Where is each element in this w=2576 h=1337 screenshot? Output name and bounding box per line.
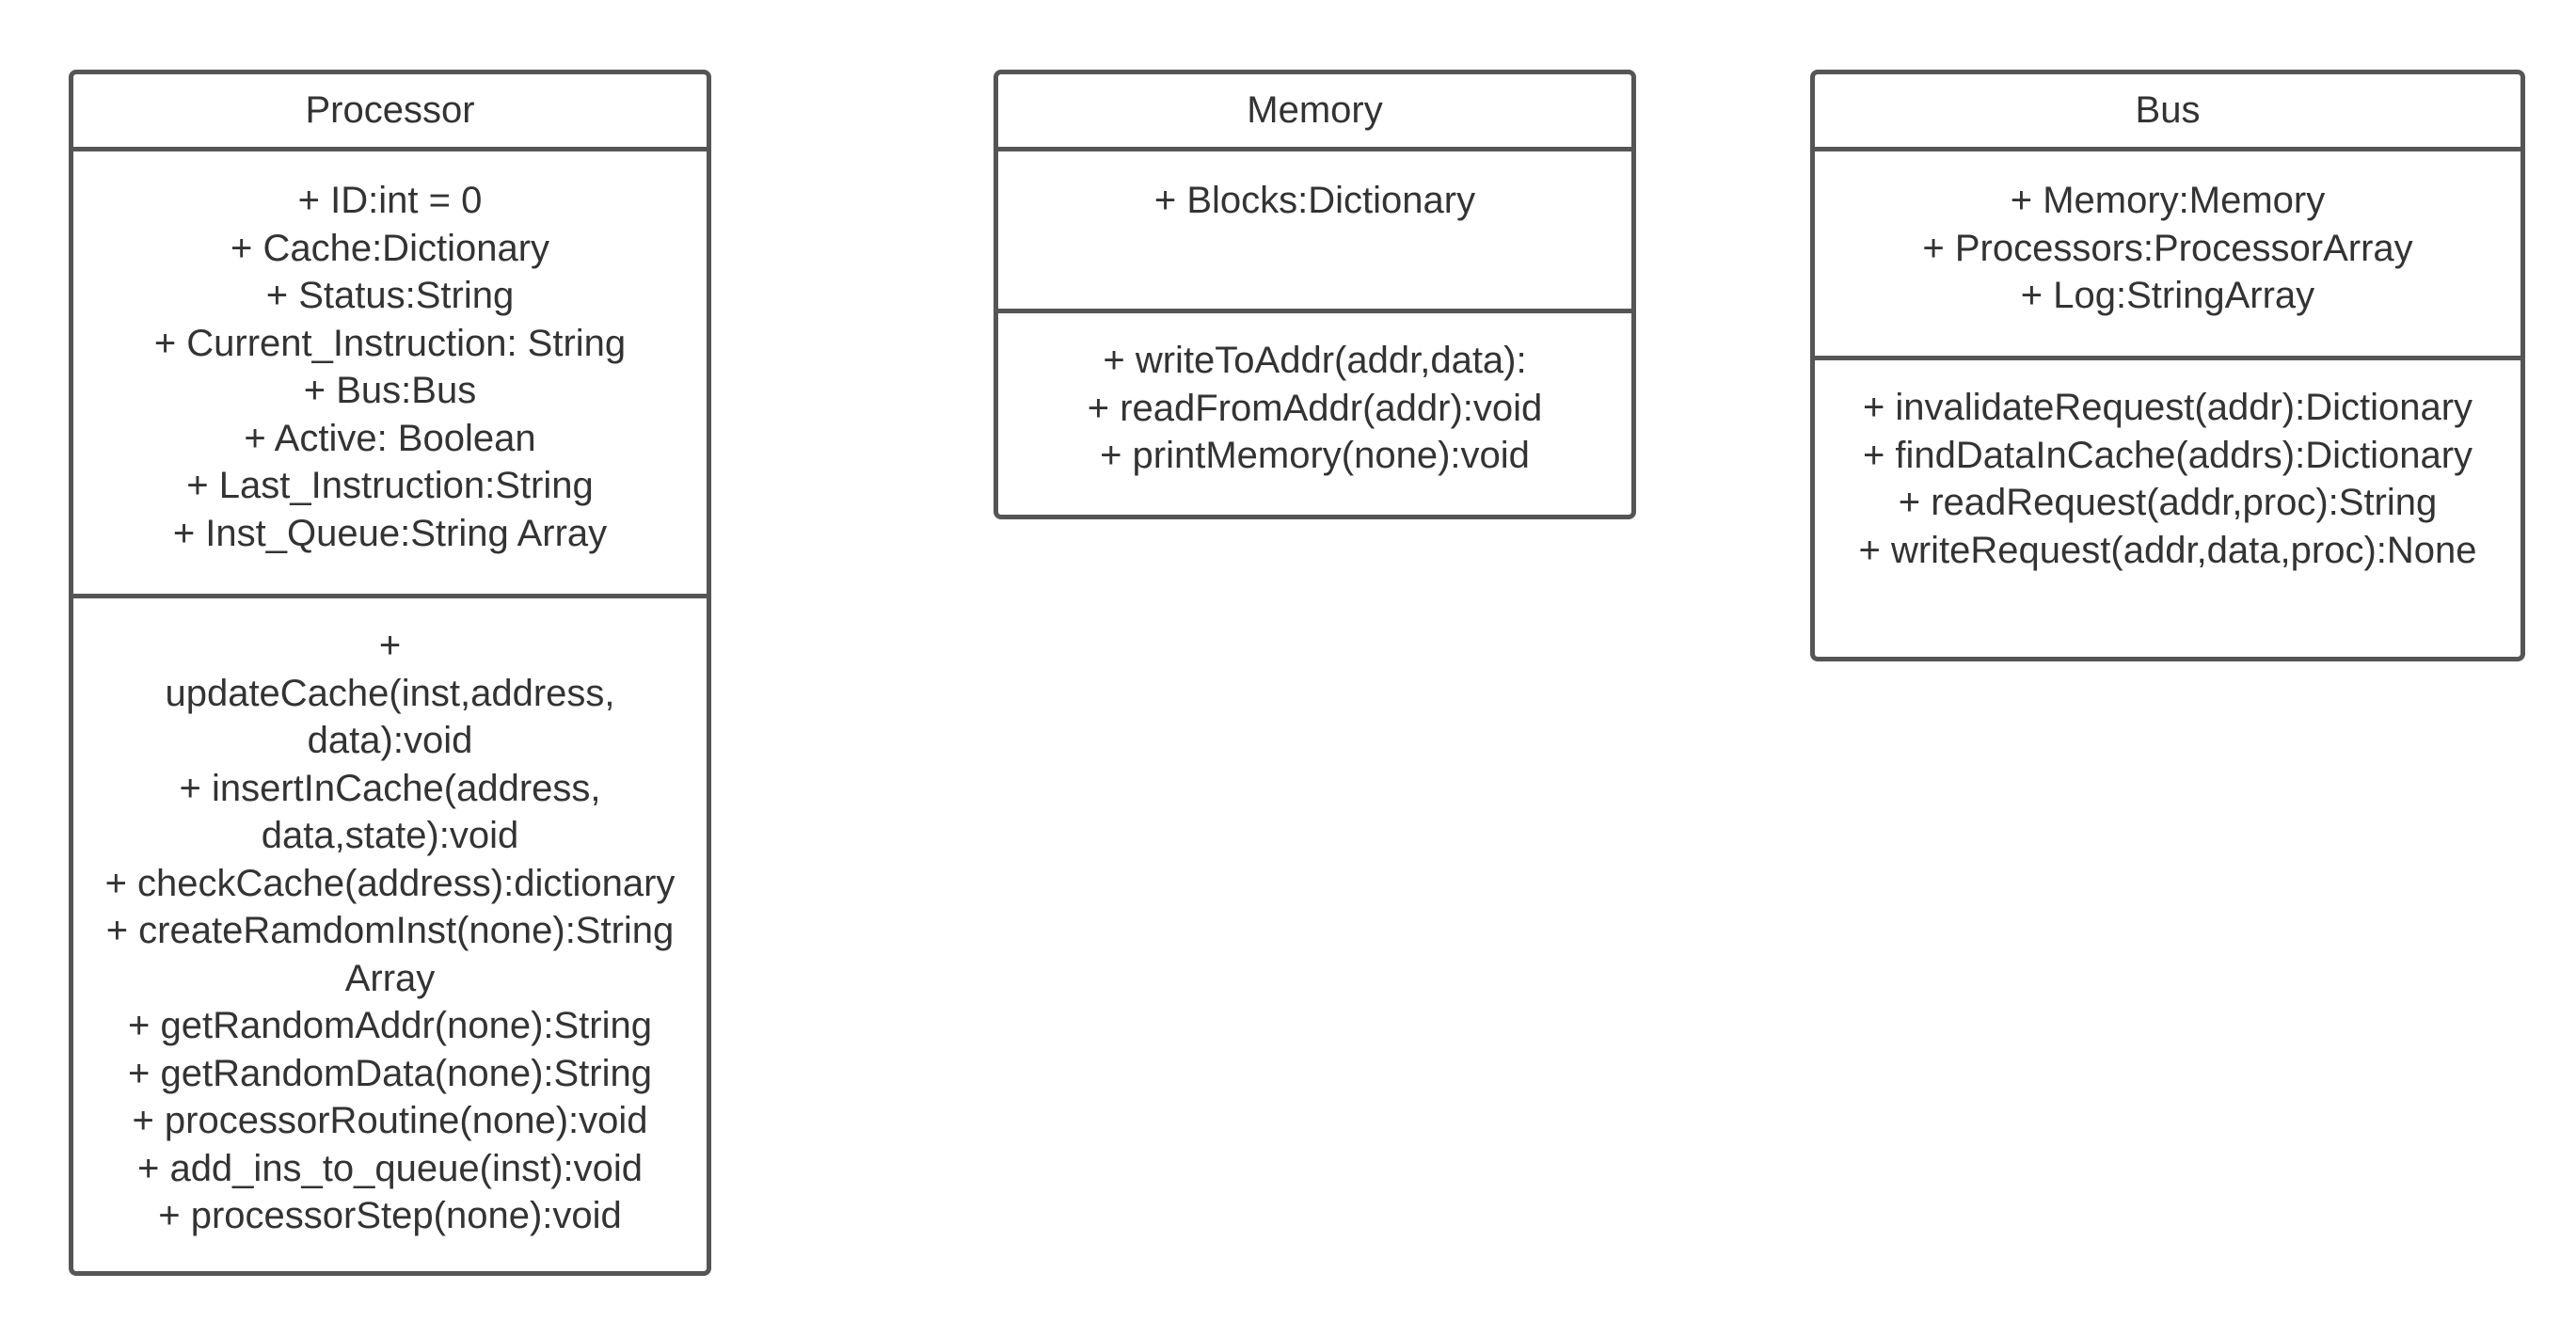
processor-attr-active: + Active: Boolean	[244, 417, 536, 459]
bus-attr-log: + Log:StringArray	[2020, 275, 2315, 316]
memory-method-read-from-addr: + readFromAddr(addr):void	[1087, 387, 1543, 429]
memory-method-write-to-addr: + writeToAddr(addr,data):	[1103, 340, 1527, 381]
memory-methods: + writeToAddr(addr,data): + readFromAddr…	[998, 313, 1631, 480]
processor-attr-inst-queue: + Inst_Queue:String Array	[172, 512, 608, 554]
memory-class-name: Memory	[998, 74, 1631, 151]
bus-method-invalidate-request: + invalidateRequest(addr):Dictionary	[1862, 387, 2473, 428]
processor-attr-bus: + Bus:Bus	[303, 370, 477, 411]
processor-method-processor-routine: + processorRoutine(none):void	[132, 1100, 648, 1141]
bus-attributes: + Memory:Memory + Processors:ProcessorAr…	[1815, 151, 2520, 360]
memory-method-print-memory: + printMemory(none):void	[1100, 435, 1530, 476]
memory-attr-blocks: + Blocks:Dictionary	[1153, 180, 1476, 221]
processor-class[interactable]: Processor + ID:int = 0 + Cache:Dictionar…	[69, 70, 711, 1276]
bus-class[interactable]: Bus + Memory:Memory + Processors:Process…	[1810, 70, 2525, 661]
processor-attr-current-instruction: + Current_Instruction: String	[153, 322, 627, 364]
bus-method-find-data-in-cache: + findDataInCache(addrs):Dictionary	[1862, 434, 2473, 476]
processor-attr-cache: + Cache:Dictionary	[230, 227, 550, 269]
processor-method-get-random-data: + getRandomData(none):String	[128, 1052, 652, 1094]
processor-method-update-cache: + updateCache(inst,address, data):void	[165, 625, 615, 761]
processor-method-insert-in-cache: + insertInCache(address, data,state):voi…	[179, 767, 601, 857]
bus-method-write-request: + writeRequest(addr,data,proc):None	[1858, 529, 2477, 571]
bus-attr-memory: + Memory:Memory	[2010, 180, 2326, 221]
memory-attributes: + Blocks:Dictionary	[998, 151, 1631, 313]
processor-method-get-random-addr: + getRandomAddr(none):String	[128, 1005, 652, 1046]
processor-attr-last-instruction: + Last_Instruction:String	[186, 465, 594, 506]
processor-class-name: Processor	[73, 74, 707, 151]
processor-method-processor-step: + processorStep(none):void	[158, 1195, 622, 1236]
processor-method-check-cache: + checkCache(address):dictionary	[104, 862, 676, 904]
processor-method-add-ins-to-queue: + add_ins_to_queue(inst):void	[136, 1147, 644, 1189]
bus-class-name: Bus	[1815, 74, 2520, 151]
processor-attributes: + ID:int = 0 + Cache:Dictionary + Status…	[73, 151, 707, 598]
memory-class[interactable]: Memory + Blocks:Dictionary + writeToAddr…	[994, 70, 1636, 519]
processor-attr-status: + Status:String	[265, 275, 515, 316]
bus-attr-processors: + Processors:ProcessorArray	[1922, 227, 2413, 269]
bus-method-read-request: + readRequest(addr,proc):String	[1898, 482, 2438, 523]
bus-methods: + invalidateRequest(addr):Dictionary + f…	[1815, 360, 2520, 574]
processor-methods: + updateCache(inst,address, data):void +…	[73, 598, 707, 1240]
processor-method-create-random-inst: + createRamdomInst(none):String Array	[105, 910, 675, 999]
processor-attr-id: + ID:int = 0	[297, 180, 483, 221]
